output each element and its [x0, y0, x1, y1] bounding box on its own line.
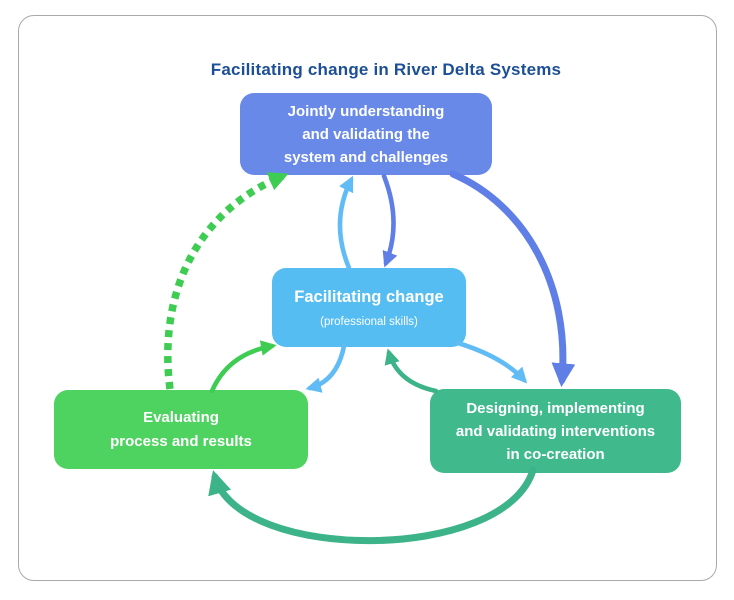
- node-label-line: Jointly understanding: [287, 102, 445, 120]
- diagram-title: Facilitating change in River Delta Syste…: [210, 60, 562, 79]
- node-label-line: Evaluating: [143, 408, 219, 426]
- node-label-line: process and results: [110, 432, 252, 450]
- node-evaluating: Evaluating process and results: [54, 390, 308, 469]
- node-title: Facilitating change: [294, 288, 444, 306]
- node-subtitle: (professional skills): [320, 316, 418, 328]
- node-label-line: and validating interventions: [455, 422, 656, 440]
- node-label-line: system and challenges: [283, 148, 449, 166]
- node-facilitating-change: Facilitating change (professional skills…: [272, 268, 466, 347]
- node-label-line: in co-creation: [506, 445, 605, 463]
- node-jointly-understanding: Jointly understanding and validating the…: [240, 93, 492, 175]
- node-designing-implementing: Designing, implementing and validating i…: [430, 389, 681, 473]
- node-label-line: Designing, implementing: [466, 399, 645, 417]
- node-label-line: and validating the: [302, 125, 430, 143]
